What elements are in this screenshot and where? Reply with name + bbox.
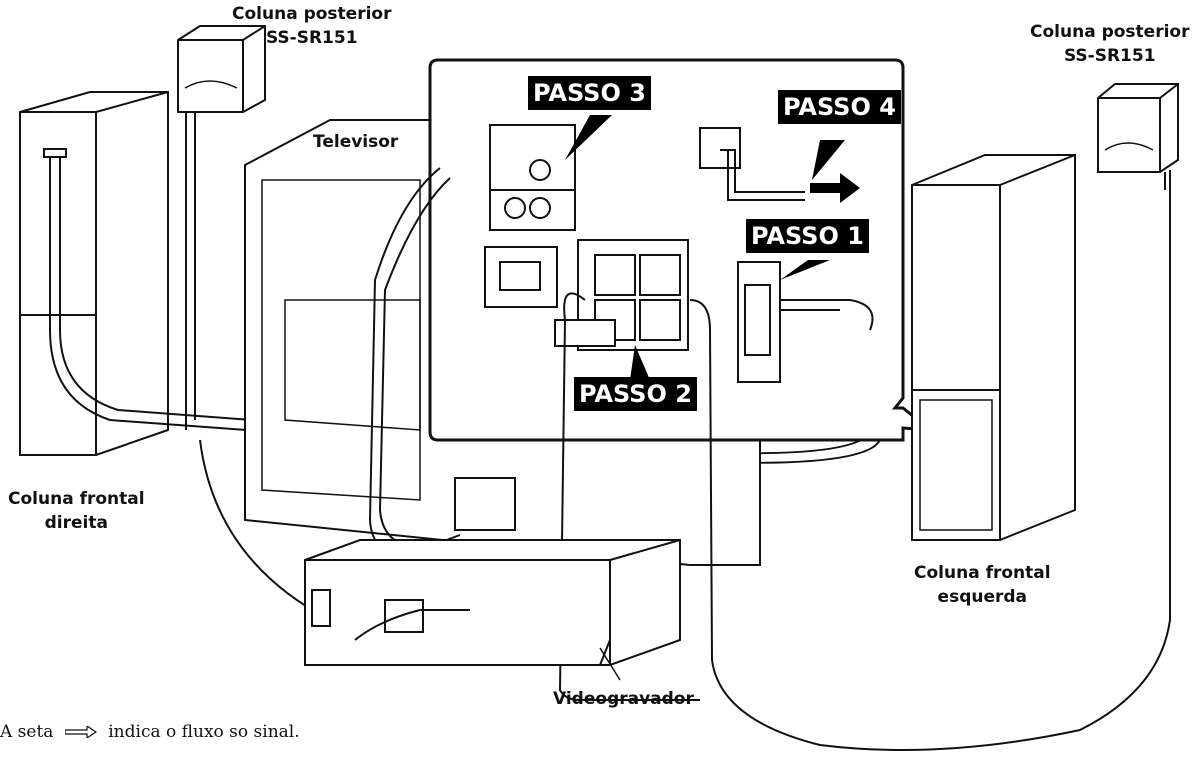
- passo3-badge: PASSO 3: [528, 76, 651, 110]
- rear-left-speaker-label-line2: SS-SR151: [265, 28, 358, 48]
- front-right-speaker-label-line2: direita: [44, 513, 108, 533]
- front-right-speaker-label: Coluna frontal direita: [8, 487, 145, 535]
- front-left-speaker-label-line1: Coluna frontal: [914, 563, 1051, 583]
- passo1-badge: PASSO 1: [746, 219, 869, 253]
- tv-label: Televisor: [313, 132, 399, 152]
- front-right-speaker-label-line1: Coluna frontal: [8, 489, 145, 509]
- rear-left-speaker-label: Coluna posterior SS-SR151: [232, 2, 391, 50]
- front-right-speaker: [19, 91, 890, 464]
- passo2-pointer: [630, 345, 650, 380]
- front-left-speaker-label-line2: esquerda: [937, 587, 1028, 607]
- passo1-pointer: [780, 260, 830, 280]
- rear-right-speaker: [1097, 83, 1179, 190]
- rear-right-speaker-label: Coluna posterior SS-SR151: [1030, 20, 1189, 68]
- rear-left-speaker: [177, 25, 266, 430]
- vcr-label: Videogravador: [553, 689, 694, 709]
- rear-right-speaker-label-line2: SS-SR151: [1063, 46, 1156, 66]
- signal-arrow-icon: [64, 723, 97, 743]
- caption-prefix: A seta: [0, 722, 54, 742]
- passo3-pointer: [565, 115, 612, 160]
- caption-suffix: indica o fluxo so sinal.: [108, 722, 300, 742]
- passo4-signal-arrow-icon: [810, 173, 860, 203]
- rear-left-speaker-label-line1: Coluna posterior: [232, 4, 392, 24]
- vcr-leader: [599, 647, 621, 681]
- passo2-badge: PASSO 2: [574, 377, 697, 411]
- front-left-speaker: [911, 154, 1076, 541]
- tv-rear-panel-zoom: [368, 58, 1171, 751]
- signal-flow-caption: A seta indica o fluxo so sinal.: [0, 722, 300, 743]
- passo4-badge: PASSO 4: [778, 90, 901, 124]
- rear-right-speaker-label-line1: Coluna posterior: [1030, 22, 1190, 42]
- passo4-pointer: [812, 140, 845, 180]
- vcr: [304, 477, 681, 666]
- front-left-speaker-label: Coluna frontal esquerda: [914, 561, 1051, 609]
